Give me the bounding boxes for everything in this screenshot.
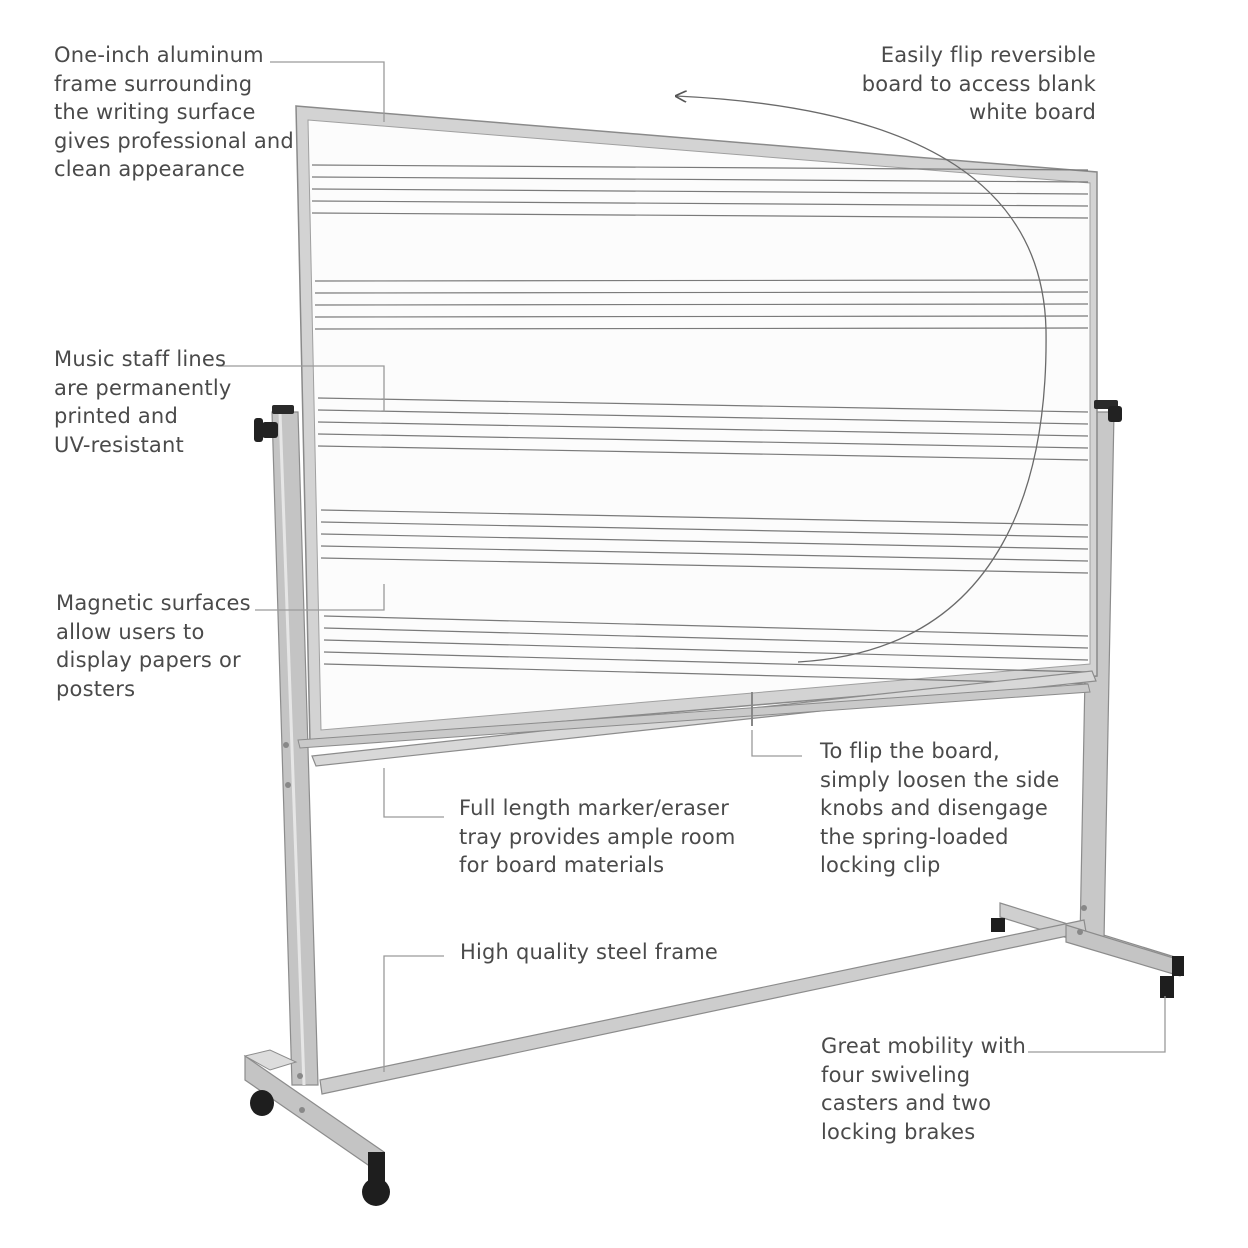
writing-surface: [307, 119, 1091, 731]
marker-tray: [297, 670, 1097, 767]
caster-icon: [991, 918, 1005, 932]
staff-line: [311, 176, 1089, 183]
callout-flip: Easily flip reversible board to access b…: [861, 43, 1096, 124]
callout-magnetic: Magnetic surfaces allow users to display…: [56, 591, 251, 701]
callout-frame: One-inch aluminum frame surrounding the …: [54, 43, 294, 181]
callout-steel: High quality steel frame: [460, 940, 719, 964]
left-front-foot: [243, 1049, 390, 1206]
staff-line: [317, 421, 1089, 437]
callout-mobility: Great mobility with four swiveling caste…: [821, 1034, 1026, 1144]
staff-line: [314, 303, 1089, 306]
staff-line: [320, 533, 1089, 550]
flip-arrow-icon: [676, 96, 1047, 663]
callout-staff-lines: Music staff lines are permanently printe…: [54, 347, 232, 457]
caster-icon: [250, 1090, 274, 1116]
leader-lines: [218, 61, 1166, 1072]
staff-line: [320, 557, 1089, 574]
staff-line: [323, 639, 1089, 661]
staff-line: [311, 188, 1089, 195]
staff-line: [323, 651, 1089, 673]
knob-icon: [1094, 400, 1122, 422]
knob-icon: [254, 405, 294, 442]
staff-line: [314, 291, 1089, 294]
staff-line: [317, 397, 1089, 413]
caster-icon: [1160, 976, 1174, 998]
staff-line: [320, 521, 1089, 538]
staff-line: [311, 212, 1089, 219]
right-front-foot: [1065, 924, 1184, 998]
staff-line: [311, 200, 1089, 207]
whiteboard: [295, 105, 1098, 744]
staff-line: [317, 445, 1089, 461]
staff-line: [314, 327, 1089, 330]
callout-clip: To flip the board, simply loosen the sid…: [820, 739, 1060, 877]
staff-line: [317, 409, 1089, 425]
caster-icon: [362, 1178, 390, 1206]
staff-line: [317, 433, 1089, 449]
staff-line: [314, 279, 1089, 282]
staff-line: [323, 663, 1089, 685]
staff-line: [311, 164, 1089, 171]
staff-line: [320, 545, 1089, 562]
staff-line: [320, 509, 1089, 526]
callout-tray: Full length marker/eraser tray provides …: [459, 796, 736, 877]
staff-line: [323, 627, 1089, 649]
staff-line: [314, 315, 1089, 318]
staff-line: [323, 615, 1089, 637]
music-staff-lines: [311, 164, 1089, 685]
